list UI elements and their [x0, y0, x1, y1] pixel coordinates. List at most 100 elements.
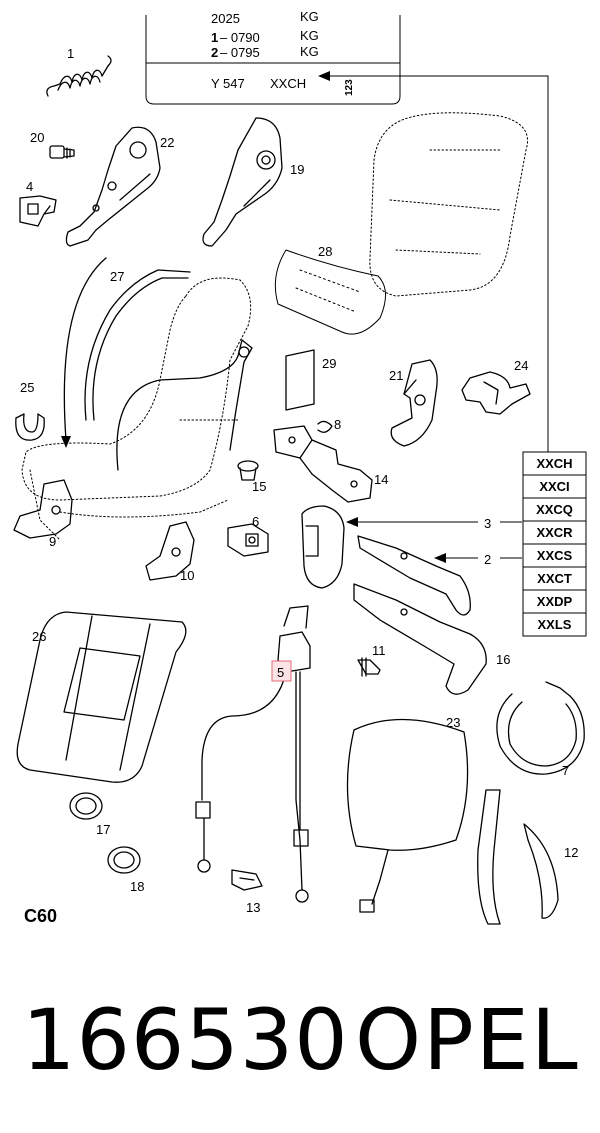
callout-12: 12 — [564, 845, 578, 860]
header-row-3-value: – 0795 — [220, 45, 260, 60]
part-26-cushion-pad — [16, 611, 187, 783]
option-code-cell-border — [522, 612, 587, 637]
part-3-switch-bezel — [301, 505, 345, 589]
seat-cable-routing — [116, 339, 253, 471]
callout-15: 15 — [252, 479, 266, 494]
callout-21: 21 — [389, 368, 403, 383]
callout-29: 29 — [322, 356, 336, 371]
part-8-small-clip — [317, 420, 333, 433]
callout-22: 22 — [160, 135, 174, 150]
part-13-clip — [231, 869, 263, 891]
part-18-ring — [107, 846, 141, 874]
footer-brand: OPEL — [355, 991, 580, 1089]
callout-18: 18 — [130, 879, 144, 894]
footer: 166530 OPEL — [0, 985, 600, 1095]
page-label: C60 — [24, 906, 57, 926]
option-code-xxls: XXLS — [538, 617, 572, 632]
callout-28: 28 — [318, 244, 332, 259]
option-code-cell: XXDP — [522, 589, 587, 614]
callout-13: 13 — [246, 900, 260, 915]
callout-7: 7 — [562, 763, 569, 778]
callout-27: 27 — [110, 269, 124, 284]
option-code-xxcr: XXCR — [536, 525, 573, 540]
part-15-plug — [237, 460, 259, 481]
option-code-xxdp: XXDP — [537, 594, 573, 609]
header-row-1-unit: KG — [300, 9, 319, 24]
callout-2: 2 — [484, 552, 491, 567]
callout-8: 8 — [334, 417, 341, 432]
option-code-column: XXCH XXCI XXCQ XXCR XXCS XXCT XXDP XXLS — [522, 451, 587, 637]
part-7-strap-band — [496, 681, 585, 775]
part-2-lever — [357, 535, 471, 616]
option-code-xxcq: XXCQ — [536, 502, 573, 517]
callout-9: 9 — [49, 534, 56, 549]
header-code-vertical: 123 — [344, 79, 355, 96]
option-code-xxct: XXCT — [537, 571, 572, 586]
part-12-cable-tie — [477, 789, 559, 925]
part-5-wiring-harness — [195, 605, 311, 903]
header-row-2-prefix: 1 — [211, 30, 218, 45]
part-17-ring — [69, 792, 103, 820]
option-code-xxcs: XXCS — [537, 548, 573, 563]
part-19-bracket — [202, 117, 283, 247]
callout-25: 25 — [20, 380, 34, 395]
callout-2-arrowhead — [434, 553, 446, 563]
part-22-bracket — [65, 126, 161, 247]
part-14-bracket — [273, 425, 373, 503]
option-code-xxch: XXCH — [536, 456, 572, 471]
callout-11: 11 — [372, 643, 386, 658]
header-row-3-prefix: 2 — [211, 45, 218, 60]
part-20-screw — [49, 145, 75, 159]
part-4-clip-nut — [19, 195, 57, 227]
callout-24: 24 — [514, 358, 528, 373]
part-29-label-card — [285, 349, 315, 411]
option-code-cell: XXCS — [522, 543, 587, 568]
part-9-hinge-cover — [13, 479, 73, 539]
callout-17: 17 — [96, 822, 110, 837]
option-code-cell: XXCI — [522, 474, 587, 499]
callout-5: 5 — [277, 665, 284, 680]
header-row-3-unit: KG — [300, 44, 319, 59]
callout-16: 16 — [496, 652, 510, 667]
header-code-option: Y 547 — [211, 76, 245, 91]
option-code-cell: XXCQ — [522, 497, 587, 522]
callout-4: 4 — [26, 179, 33, 194]
part-23-head-pad — [346, 718, 469, 913]
part-16-lever — [353, 583, 487, 695]
footer-part-number: 166530 — [22, 991, 349, 1089]
callout-20: 20 — [30, 130, 44, 145]
header-row-2-unit: KG — [300, 28, 319, 43]
option-code-cell: XXCH — [522, 451, 587, 476]
header-link-arrowhead — [318, 71, 330, 81]
callout-19: 19 — [290, 162, 304, 177]
part-seat-outline — [21, 277, 252, 541]
seat-insertion-arrow — [63, 257, 107, 441]
option-code-cell: XXLS — [522, 612, 587, 637]
callout-10: 10 — [180, 568, 194, 583]
header-code-value: XXCH — [270, 76, 306, 91]
part-6-connector — [227, 523, 269, 557]
callout-26: 26 — [32, 629, 46, 644]
callout-1: 1 — [67, 46, 74, 61]
option-code-cell: XXCR — [522, 520, 587, 545]
callout-6: 6 — [252, 514, 259, 529]
callout-3-arrowhead — [346, 517, 358, 527]
header-row-1-value: 2025 — [211, 11, 240, 26]
header-link-arrow — [324, 75, 549, 452]
part-21-latch — [390, 359, 438, 447]
header-info-box — [145, 15, 401, 105]
part-27-trim-strip — [84, 269, 191, 421]
part-10-hinge-cover — [145, 521, 195, 581]
exploded-parts-diagram: 2025 KG 1 – 0790 KG 2 – 0795 KG Y 547 XX… — [13, 9, 587, 926]
callout-14: 14 — [374, 472, 388, 487]
part-25-clip — [15, 413, 45, 441]
option-code-xxci: XXCI — [539, 479, 569, 494]
part-11-screw — [357, 657, 381, 677]
callout-23: 23 — [446, 715, 460, 730]
part-24-bracket — [461, 371, 531, 415]
part-1-spring — [46, 55, 112, 97]
callout-5-box — [271, 660, 292, 682]
callout-3: 3 — [484, 516, 491, 531]
part-28-pad — [274, 249, 386, 335]
